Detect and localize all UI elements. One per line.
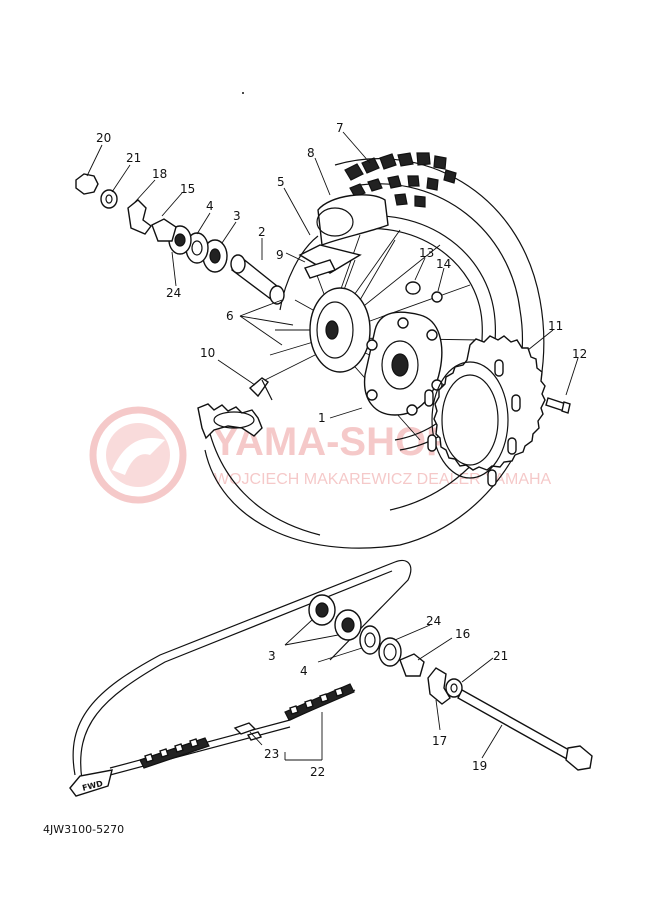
callout-10: 10 (200, 346, 215, 360)
callout-14: 14 (436, 257, 451, 271)
callout-9: 9 (276, 248, 284, 262)
callouts-bottom: 3 4 24 16 21 23 22 17 19 (264, 614, 508, 779)
part-code: 4JW3100-5270 (43, 823, 124, 836)
callout-13: 13 (419, 246, 434, 260)
chain-links (139, 683, 355, 769)
callout-4b: 4 (300, 664, 308, 678)
rear-sprocket (424, 335, 546, 487)
watermark-subtitle: WOJCIECH MAKAREWICZ DEALER YAMAHA (214, 471, 552, 488)
spoke-nipples (405, 281, 443, 303)
drive-chain (72, 559, 412, 781)
callout-6: 6 (226, 309, 234, 323)
leader-lines-top (86, 131, 579, 419)
callout-3: 3 (233, 209, 241, 223)
callout-19: 19 (472, 759, 487, 773)
leader-lines-bottom (249, 619, 503, 761)
callout-7: 7 (336, 121, 344, 135)
master-link (233, 722, 263, 741)
rear-axle (457, 689, 593, 771)
callout-12: 12 (572, 347, 587, 361)
callout-4: 4 (206, 199, 214, 213)
yamaha-shop-logo-icon (89, 406, 187, 504)
hub (309, 287, 371, 373)
valve-cap (248, 377, 273, 401)
callout-17: 17 (432, 734, 447, 748)
callout-2: 2 (258, 225, 266, 239)
callouts-top: 20 21 18 15 4 3 24 2 5 8 7 9 13 14 6 10 … (96, 121, 587, 425)
callout-24b: 24 (426, 614, 441, 628)
callout-1: 1 (318, 411, 326, 425)
callout-16: 16 (455, 627, 470, 641)
callout-3b: 3 (268, 649, 276, 663)
callout-24: 24 (166, 286, 181, 300)
right-bearing-stack (308, 594, 463, 705)
collar (230, 254, 285, 305)
callout-15: 15 (180, 182, 195, 196)
callout-18: 18 (152, 167, 167, 181)
scan-dot (242, 92, 244, 94)
sprocket-bolt (545, 397, 571, 414)
tire (197, 152, 545, 549)
callout-21b: 21 (493, 649, 508, 663)
inner-tube (298, 194, 389, 279)
callout-5: 5 (277, 175, 285, 189)
callout-23: 23 (264, 747, 279, 761)
tire-tread (344, 152, 457, 208)
callout-8: 8 (307, 146, 315, 160)
callout-11: 11 (548, 319, 563, 333)
left-bearing-stack (75, 173, 228, 273)
callout-22: 22 (310, 765, 325, 779)
callout-20: 20 (96, 131, 111, 145)
sprocket-hub-flange (363, 311, 443, 416)
fwd-arrow-icon: FWD (69, 769, 113, 797)
callout-21: 21 (126, 151, 141, 165)
